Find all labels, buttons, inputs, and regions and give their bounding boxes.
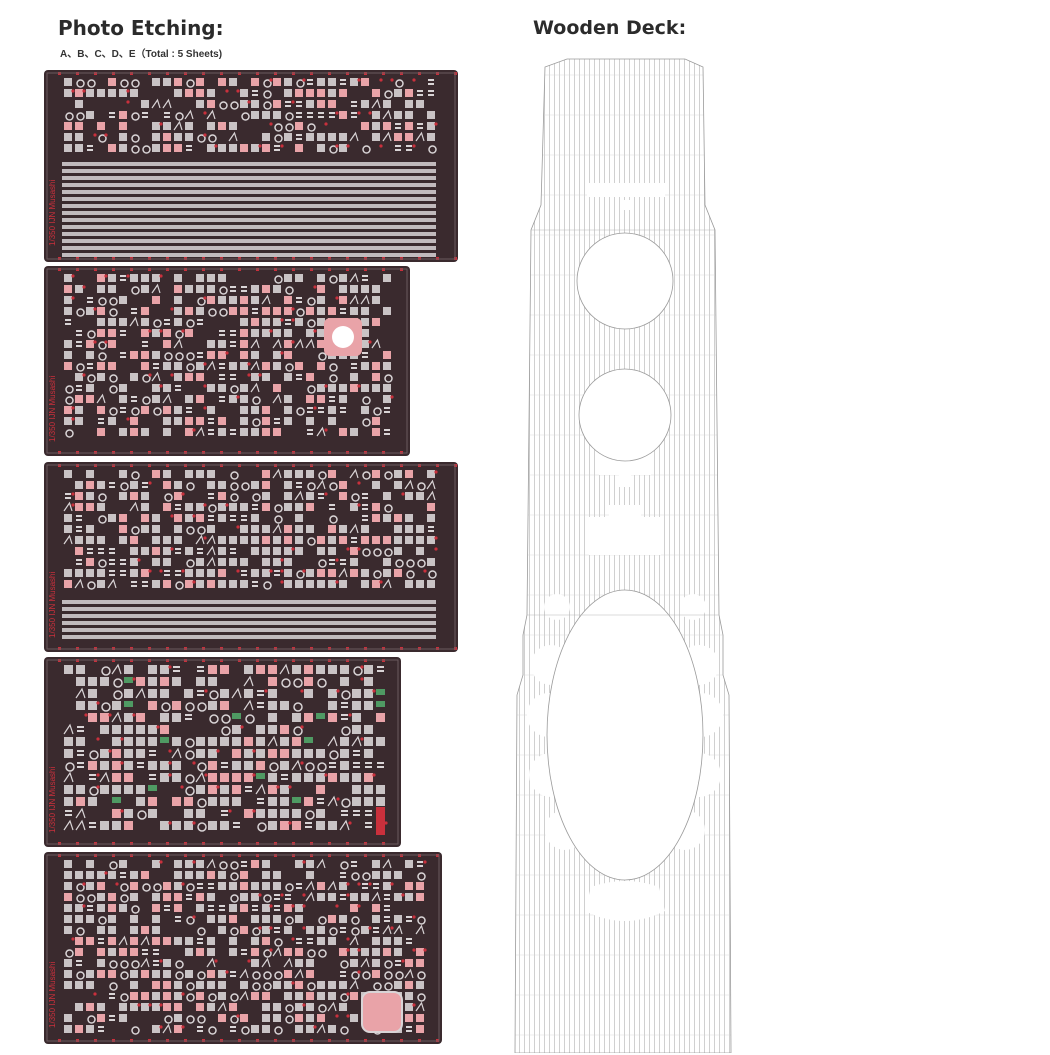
etching-sheet-a-art: 1/350 IJN Musashi (46, 72, 457, 260)
etching-sheet-e-art: 1/350 IJN Musashi (46, 854, 440, 1042)
sheet-a-label: 1/350 IJN Musashi (48, 180, 57, 246)
sheet-c-label: 1/350 IJN Musashi (48, 572, 57, 638)
photo-etching-subtitle: A、B、C、D、E（Total : 5 Sheets) (60, 49, 223, 60)
etching-sheet-b: 1/350 IJN Musashi (44, 266, 410, 456)
sheet-d-label: 1/350 IJN Musashi (48, 767, 57, 833)
etching-sheet-b-art: 1/350 IJN Musashi (46, 268, 408, 454)
etching-sheet-d: 1/350 IJN Musashi (44, 657, 401, 847)
etching-sheet-c-art: 1/350 IJN Musashi (46, 464, 457, 650)
wooden-deck-title: Wooden Deck: (533, 17, 687, 39)
etching-sheet-d-art: 1/350 IJN Musashi (46, 659, 399, 845)
etching-sheet-a: 1/350 IJN Musashi (44, 70, 458, 262)
etching-sheet-c: 1/350 IJN Musashi (44, 462, 458, 652)
wooden-deck-sheet (505, 55, 745, 1053)
photo-etching-title: Photo Etching: (58, 16, 224, 40)
sheet-e-label: 1/350 IJN Musashi (48, 962, 57, 1028)
sheet-b-label: 1/350 IJN Musashi (48, 376, 57, 442)
etching-sheet-e: 1/350 IJN Musashi (44, 852, 442, 1044)
